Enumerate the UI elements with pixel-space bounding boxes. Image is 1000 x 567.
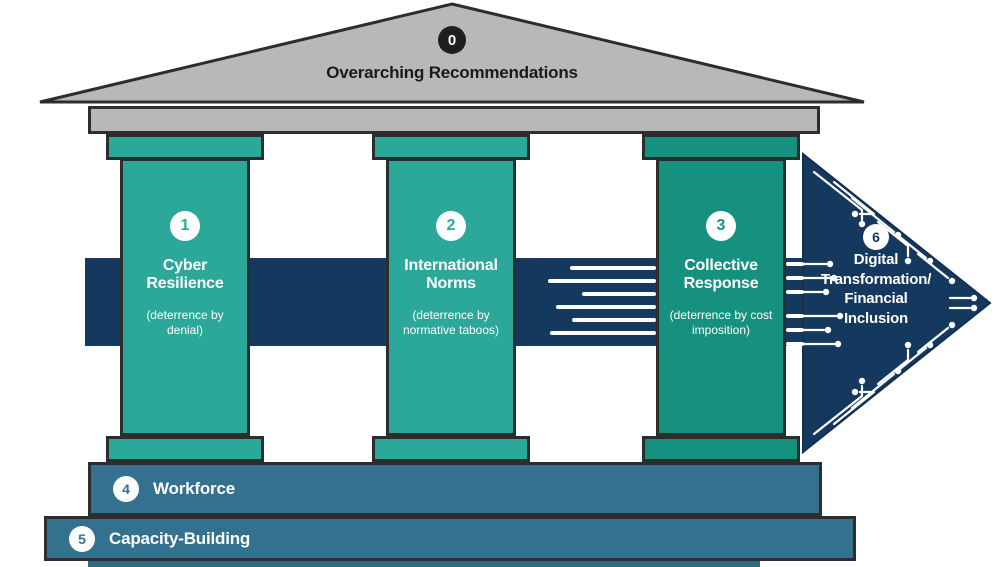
speed-line: [570, 266, 656, 270]
pillar-cyber-resilience-capital: [106, 134, 264, 160]
entablature: [88, 106, 820, 134]
pillar-international-norms-base: [372, 436, 530, 462]
speed-line: [582, 292, 656, 296]
circuit-traces: [800, 170, 972, 436]
arrow-label-line: Financial: [844, 290, 908, 307]
pillar-badge-number: 3: [716, 217, 726, 234]
step-badge: 4: [113, 476, 139, 502]
pillar-subtitle: (deterrence by denial): [146, 307, 224, 337]
pillar-subtitle: (deterrence by cost imposition): [669, 307, 773, 337]
step-label: Workforce: [153, 479, 235, 498]
pillar-badge-number: 1: [180, 217, 190, 234]
step-label: Capacity-Building: [109, 528, 251, 548]
pillar-badge: 1: [170, 211, 200, 241]
speed-line: [786, 276, 804, 280]
step-badge: 5: [69, 525, 95, 552]
pillar-title: International Norms: [404, 257, 498, 293]
arrow-badge: 6: [863, 224, 889, 250]
arrow-label-line: Inclusion: [843, 309, 909, 327]
pillar-badge: 3: [706, 211, 736, 241]
arrow-label: 6 Digital Transformation/ Financial Incl…: [806, 224, 946, 328]
pillar-title: Cyber Resilience: [146, 257, 224, 293]
step-badge-number: 5: [78, 530, 86, 547]
pillar-cyber-resilience: 1 Cyber Resilience (deterrence by denial…: [120, 158, 250, 436]
speed-line: [786, 328, 804, 332]
pillar-cyber-resilience-base: [106, 436, 264, 462]
speed-line: [786, 262, 804, 266]
speed-line: [550, 331, 656, 335]
speed-line: [786, 342, 804, 346]
step-capacity-building: 5 Capacity-Building: [44, 516, 856, 561]
pediment-badge: 0: [438, 26, 466, 54]
pillar-badge-number: 2: [446, 217, 456, 234]
pillar-international-norms-capital: [372, 134, 530, 160]
pediment-badge-number: 0: [447, 31, 457, 49]
pediment-title: Overarching Recommendations: [326, 63, 578, 82]
pillar-title: Collective Response: [683, 257, 759, 293]
speed-line: [786, 314, 804, 318]
base-strip: [88, 561, 760, 567]
pillar-collective-response-base: [642, 436, 800, 462]
speed-line: [556, 305, 656, 309]
arrow-badge-number: 6: [872, 229, 880, 245]
pillar-subtitle: (deterrence by normative taboos): [402, 307, 500, 337]
step-workforce: 4 Workforce: [88, 462, 822, 516]
pillar-collective-response-capital: [642, 134, 800, 160]
speed-line: [548, 279, 656, 283]
circuit-trace-nodes: [822, 210, 978, 396]
step-badge-number: 4: [122, 481, 130, 497]
arrow-label-line: Transformation/: [820, 270, 932, 288]
pillar-international-norms: 2 International Norms (deterrence by nor…: [386, 158, 516, 436]
speed-line: [572, 318, 656, 322]
speed-line: [786, 290, 804, 294]
pillar-collective-response: 3 Collective Response (deterrence by cos…: [656, 158, 786, 436]
transformation-arrow: [800, 151, 992, 455]
arrow-label-line: Digital: [853, 251, 899, 268]
pillar-badge: 2: [436, 211, 466, 241]
